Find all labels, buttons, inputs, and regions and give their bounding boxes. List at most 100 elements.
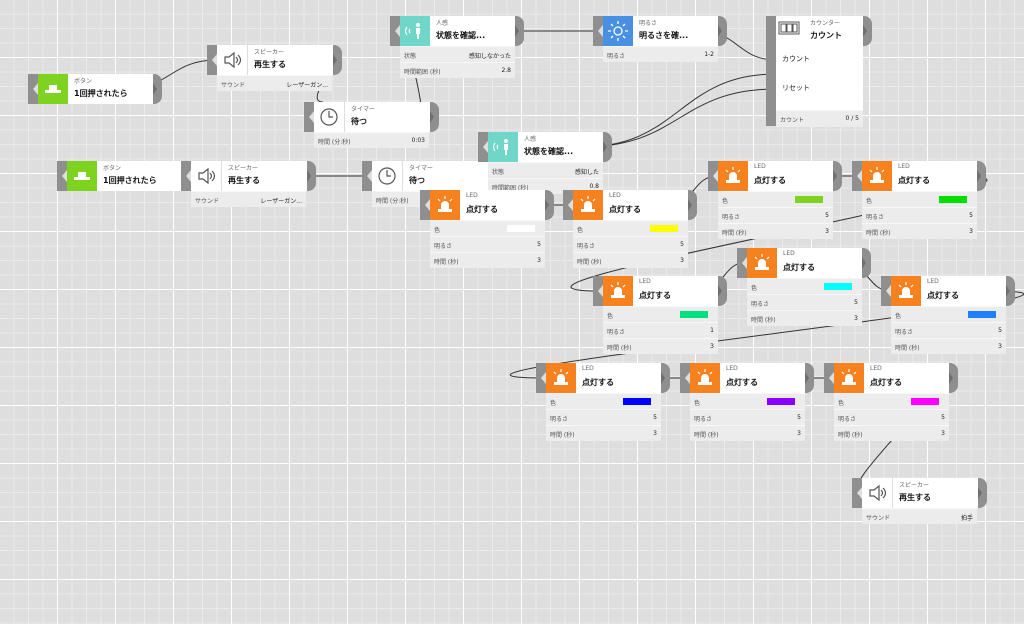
property-row[interactable]: 色 [747, 278, 862, 294]
output-port[interactable] [805, 363, 814, 393]
output-port[interactable] [515, 16, 524, 46]
input-port[interactable] [852, 478, 862, 508]
property-row[interactable]: サウンドレーザーガン... [191, 191, 306, 207]
property-row[interactable]: 色 [546, 393, 661, 409]
input-port[interactable] [593, 16, 603, 46]
input-port[interactable] [563, 190, 573, 220]
property-row[interactable]: 時間 (秒)3 [603, 338, 718, 354]
property-row[interactable]: 時間 (秒)3 [862, 223, 977, 239]
input-port[interactable] [304, 102, 314, 132]
output-port[interactable] [603, 132, 612, 162]
input-port[interactable] [708, 161, 718, 191]
property-row[interactable]: 色 [603, 306, 718, 322]
output-port[interactable] [949, 363, 958, 393]
property-row[interactable]: 色 [862, 191, 977, 207]
input-port[interactable] [57, 161, 67, 191]
input-port[interactable] [824, 363, 834, 393]
property-row[interactable]: 色 [690, 393, 805, 409]
input-port[interactable] [420, 190, 430, 220]
counter-input-count[interactable]: カウント [782, 55, 810, 63]
color-swatch[interactable] [623, 398, 651, 405]
color-swatch[interactable] [795, 196, 823, 203]
property-row[interactable]: 色 [891, 306, 1006, 322]
input-port[interactable] [593, 276, 603, 306]
color-swatch[interactable] [968, 311, 996, 318]
property-row[interactable]: 色 [718, 191, 833, 207]
property-row[interactable]: サウンドレーザーガン... [217, 75, 332, 91]
input-port[interactable] [207, 45, 217, 75]
output-port[interactable] [978, 478, 987, 508]
input-port[interactable] [881, 276, 891, 306]
input-port[interactable] [181, 161, 191, 191]
property-row[interactable]: 時間 (秒)3 [690, 425, 805, 441]
property-row[interactable]: 色 [834, 393, 949, 409]
block-body: スピーカー再生する [248, 45, 333, 75]
output-port[interactable] [718, 276, 727, 306]
output-port[interactable] [1006, 276, 1015, 306]
property-row[interactable]: 状態感知しなかった [400, 46, 515, 62]
color-swatch[interactable] [939, 196, 967, 203]
input-port[interactable] [536, 363, 546, 393]
property-row[interactable]: サウンド拍手 [862, 508, 977, 524]
color-swatch[interactable] [911, 398, 939, 405]
output-port[interactable] [688, 190, 697, 220]
output-port[interactable] [863, 16, 872, 46]
output-port[interactable] [718, 16, 727, 46]
counter-input-reset[interactable]: リセット [782, 84, 810, 92]
input-port[interactable] [390, 16, 400, 46]
output-port[interactable] [977, 161, 986, 191]
color-swatch[interactable] [650, 225, 678, 232]
property-row[interactable]: 時間範囲 (秒)0.8 [488, 178, 603, 194]
input-port[interactable] [737, 248, 747, 278]
output-port[interactable] [545, 190, 554, 220]
output-port[interactable] [153, 74, 162, 104]
property-row[interactable]: 時間 (秒)3 [747, 310, 862, 326]
output-port[interactable] [661, 363, 670, 393]
property-label: 時間 (秒) [722, 230, 747, 237]
block-title: 待つ [409, 176, 425, 185]
input-port[interactable] [28, 74, 38, 104]
property-row[interactable]: 色 [430, 220, 545, 236]
output-port[interactable] [862, 248, 871, 278]
color-swatch[interactable] [824, 283, 852, 290]
property-row[interactable]: 時間 (秒)3 [430, 252, 545, 268]
property-row[interactable]: 時間範囲 (秒)2.8 [400, 62, 515, 78]
property-label: 明るさ [895, 329, 914, 336]
input-port[interactable] [852, 161, 862, 191]
color-swatch[interactable] [507, 225, 535, 232]
property-row[interactable]: 時間 (分:秒)0:03 [314, 132, 429, 148]
property-row[interactable]: 時間 (秒)3 [718, 223, 833, 239]
output-port[interactable] [333, 45, 342, 75]
input-port[interactable] [680, 363, 690, 393]
property-row[interactable]: 時間 (秒)3 [891, 338, 1006, 354]
property-row[interactable]: 色 [573, 220, 688, 236]
output-port[interactable] [307, 161, 316, 191]
property-row[interactable]: 状態感知した [488, 162, 603, 178]
color-swatch[interactable] [767, 398, 795, 405]
output-port[interactable] [833, 161, 842, 191]
property-row[interactable]: 時間 (秒)3 [573, 252, 688, 268]
property-row[interactable]: 時間 (秒)3 [546, 425, 661, 441]
property-row[interactable]: 時間 (秒)3 [834, 425, 949, 441]
input-port[interactable] [478, 132, 488, 162]
input-port[interactable] [362, 161, 372, 191]
color-swatch[interactable] [680, 311, 708, 318]
output-port[interactable] [430, 102, 439, 132]
